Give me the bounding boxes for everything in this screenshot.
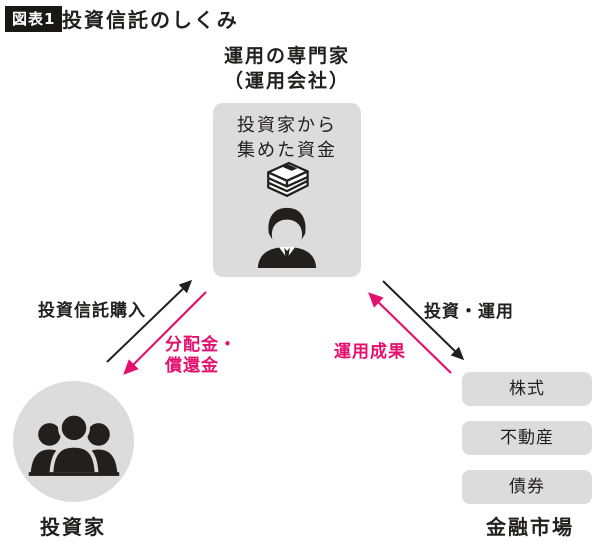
figure-badge: 図表1: [5, 6, 63, 32]
manager-box: 投資家から 集めた資金: [213, 103, 361, 277]
market-item-stocks: 株式: [462, 372, 592, 406]
manager-heading-line1: 運用の専門家: [223, 45, 350, 67]
market-item-bonds: 債券: [462, 470, 592, 504]
distribution-label-line1: 分配金・: [165, 335, 237, 355]
fund-manager-svg: [257, 207, 317, 268]
investor-label: 投資家: [40, 515, 106, 539]
people-group-icon: [28, 411, 119, 476]
purchase-label: 投資信託購入: [38, 301, 146, 321]
market-label: 金融市場: [486, 515, 574, 539]
investor-circle: [13, 381, 134, 502]
fund-manager-icon: [254, 206, 320, 272]
invest-label: 投資・運用: [424, 302, 514, 322]
page-title: 投資信託のしくみ: [62, 8, 239, 32]
distribution-label: 分配金・ 償還金: [165, 335, 237, 377]
banknotes-stack-icon: [257, 155, 317, 205]
market-item-realestate: 不動産: [462, 421, 592, 455]
returns-label: 運用成果: [334, 342, 406, 362]
distribution-label-line2: 償還金: [165, 356, 219, 376]
banknotes-stack-svg: [267, 161, 309, 197]
fund-text-line1: 投資家から: [237, 115, 337, 136]
fund-text-line2: 集めた資金: [237, 140, 337, 161]
manager-heading-line2: （運用会社）: [223, 70, 350, 92]
fund-text: 投資家から 集めた資金: [213, 113, 361, 163]
manager-heading: 運用の専門家 （運用会社）: [187, 44, 387, 94]
